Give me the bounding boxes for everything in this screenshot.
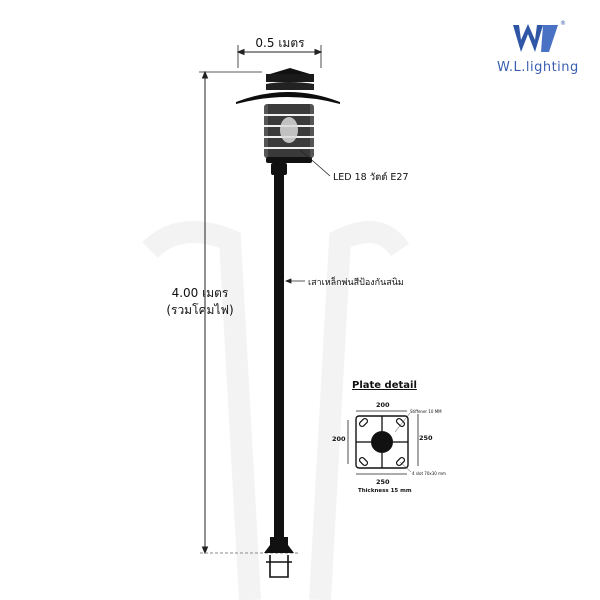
- height-value: 4.00 เมตร: [171, 286, 229, 300]
- pole: [264, 163, 294, 553]
- plate-detail-drawing: [347, 410, 419, 475]
- height-dimension-label: 4.00 เมตร (รวมโคมไฟ): [154, 285, 246, 319]
- plate-detail-title: Plate detail: [352, 380, 417, 391]
- plate-slot-note: 4 slot 70x30 mm: [412, 471, 446, 476]
- pole-callout-label: เสาเหล็กพ่นสีป้องกันสนิม: [308, 278, 404, 288]
- pole-callout-leader: [284, 278, 305, 284]
- plate-left-dimension: 200: [332, 435, 346, 443]
- background-silhouette: [142, 221, 410, 600]
- brand-name: W.L.lighting: [497, 60, 579, 75]
- registered-mark: ®: [560, 20, 566, 27]
- plate-right-dimension: 250: [419, 434, 433, 442]
- plate-bottom-dimension: 250: [376, 478, 390, 486]
- lamp-callout-label: LED 18 วัตต์ E27: [333, 172, 409, 183]
- stiffener-ribs: [356, 416, 408, 468]
- height-note: (รวมโคมไฟ): [166, 303, 234, 317]
- height-dimension-line: [199, 70, 262, 555]
- lamp-head: [236, 68, 340, 163]
- brand-logo-icon: [513, 24, 558, 52]
- foundation-anchor: [266, 555, 292, 578]
- plate-top-dimension: 200: [376, 401, 390, 409]
- anchor-slots: [358, 417, 406, 467]
- width-dimension-label: 0.5 เมตร: [255, 36, 305, 50]
- plate-center-hole: [371, 431, 393, 453]
- plate-thickness-note: Thickness 15 mm: [358, 488, 412, 494]
- plate-stiffener-note: Stiffener 10 MM: [410, 409, 442, 414]
- width-dimension-line: [236, 45, 323, 68]
- lamp-callout-leader: [299, 149, 331, 177]
